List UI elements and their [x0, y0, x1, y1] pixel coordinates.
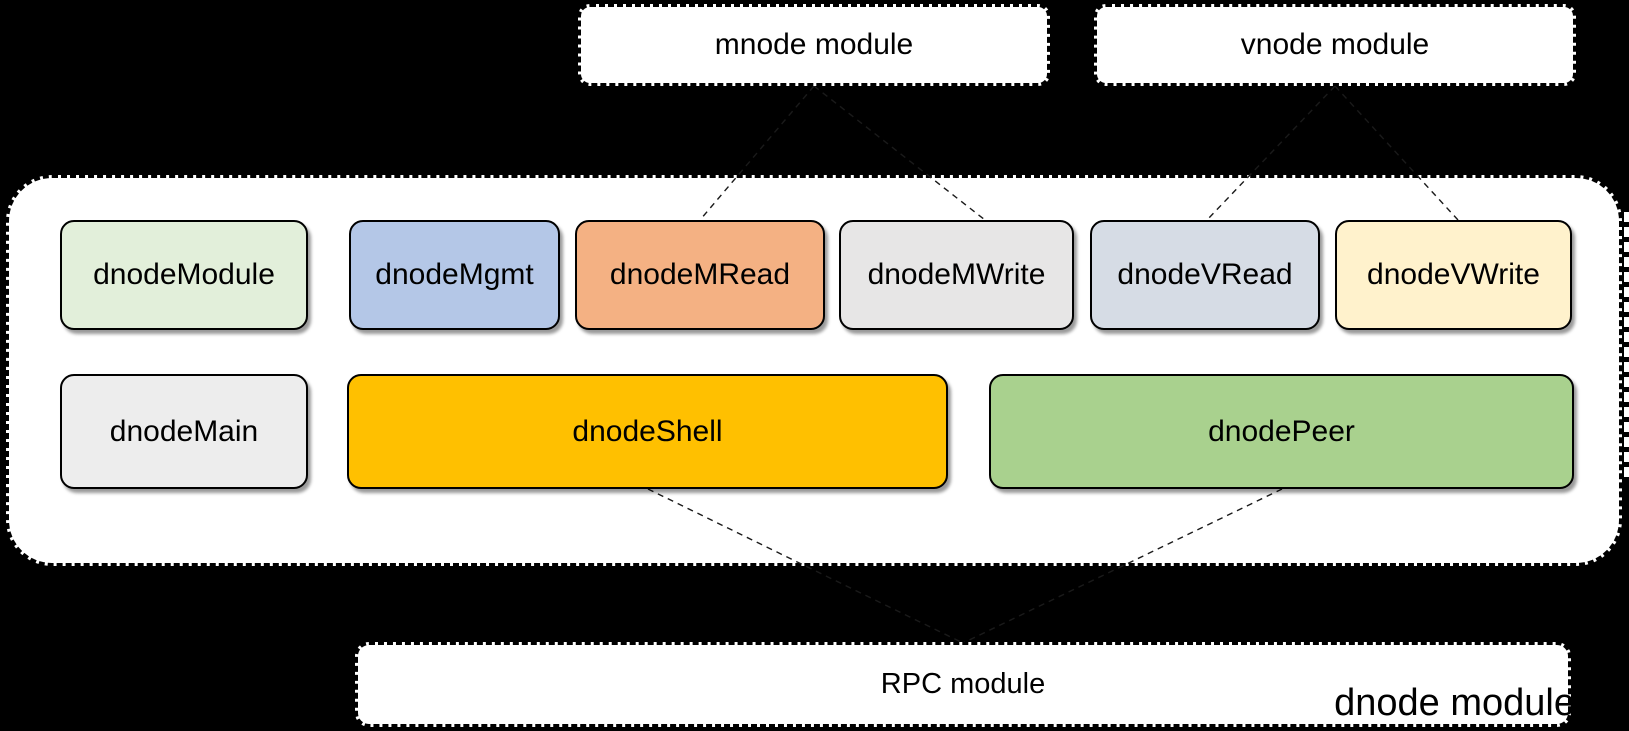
node-dnodeMRead: dnodeMRead [575, 220, 825, 330]
mnode-module-label: mnode module [714, 28, 914, 61]
rpc-module-box: RPC module [355, 642, 1571, 727]
node-dnodePeer: dnodePeer [989, 374, 1574, 489]
node-label: dnodeMWrite [867, 258, 1046, 291]
mnode-module-box: mnode module [578, 4, 1050, 86]
vnode-module-box: vnode module [1094, 4, 1576, 86]
node-dnodeVWrite: dnodeVWrite [1335, 220, 1572, 330]
dnode-module-label: dnode module [1334, 682, 1575, 724]
node-label: dnodeModule [93, 258, 275, 291]
node-dnodeShell: dnodeShell [347, 374, 948, 489]
node-label: dnodeVWrite [1367, 258, 1540, 291]
vnode-module-label: vnode module [1240, 28, 1430, 61]
node-label: dnodeShell [572, 414, 723, 448]
node-dnodeVRead: dnodeVRead [1090, 220, 1320, 330]
node-dnodeMWrite: dnodeMWrite [839, 220, 1074, 330]
node-dnodeModule: dnodeModule [60, 220, 308, 330]
node-label: dnodeMgmt [375, 258, 534, 291]
node-label: dnodeVRead [1117, 258, 1293, 291]
node-label: dnodeMRead [609, 258, 791, 291]
node-dnodeMgmt: dnodeMgmt [349, 220, 560, 330]
rpc-module-label: RPC module [880, 668, 1046, 700]
node-label: dnodePeer [1208, 414, 1355, 448]
node-label: dnodeMain [109, 414, 259, 448]
node-dnodeMain: dnodeMain [60, 374, 308, 489]
clipped-module-edge [1624, 212, 1629, 477]
